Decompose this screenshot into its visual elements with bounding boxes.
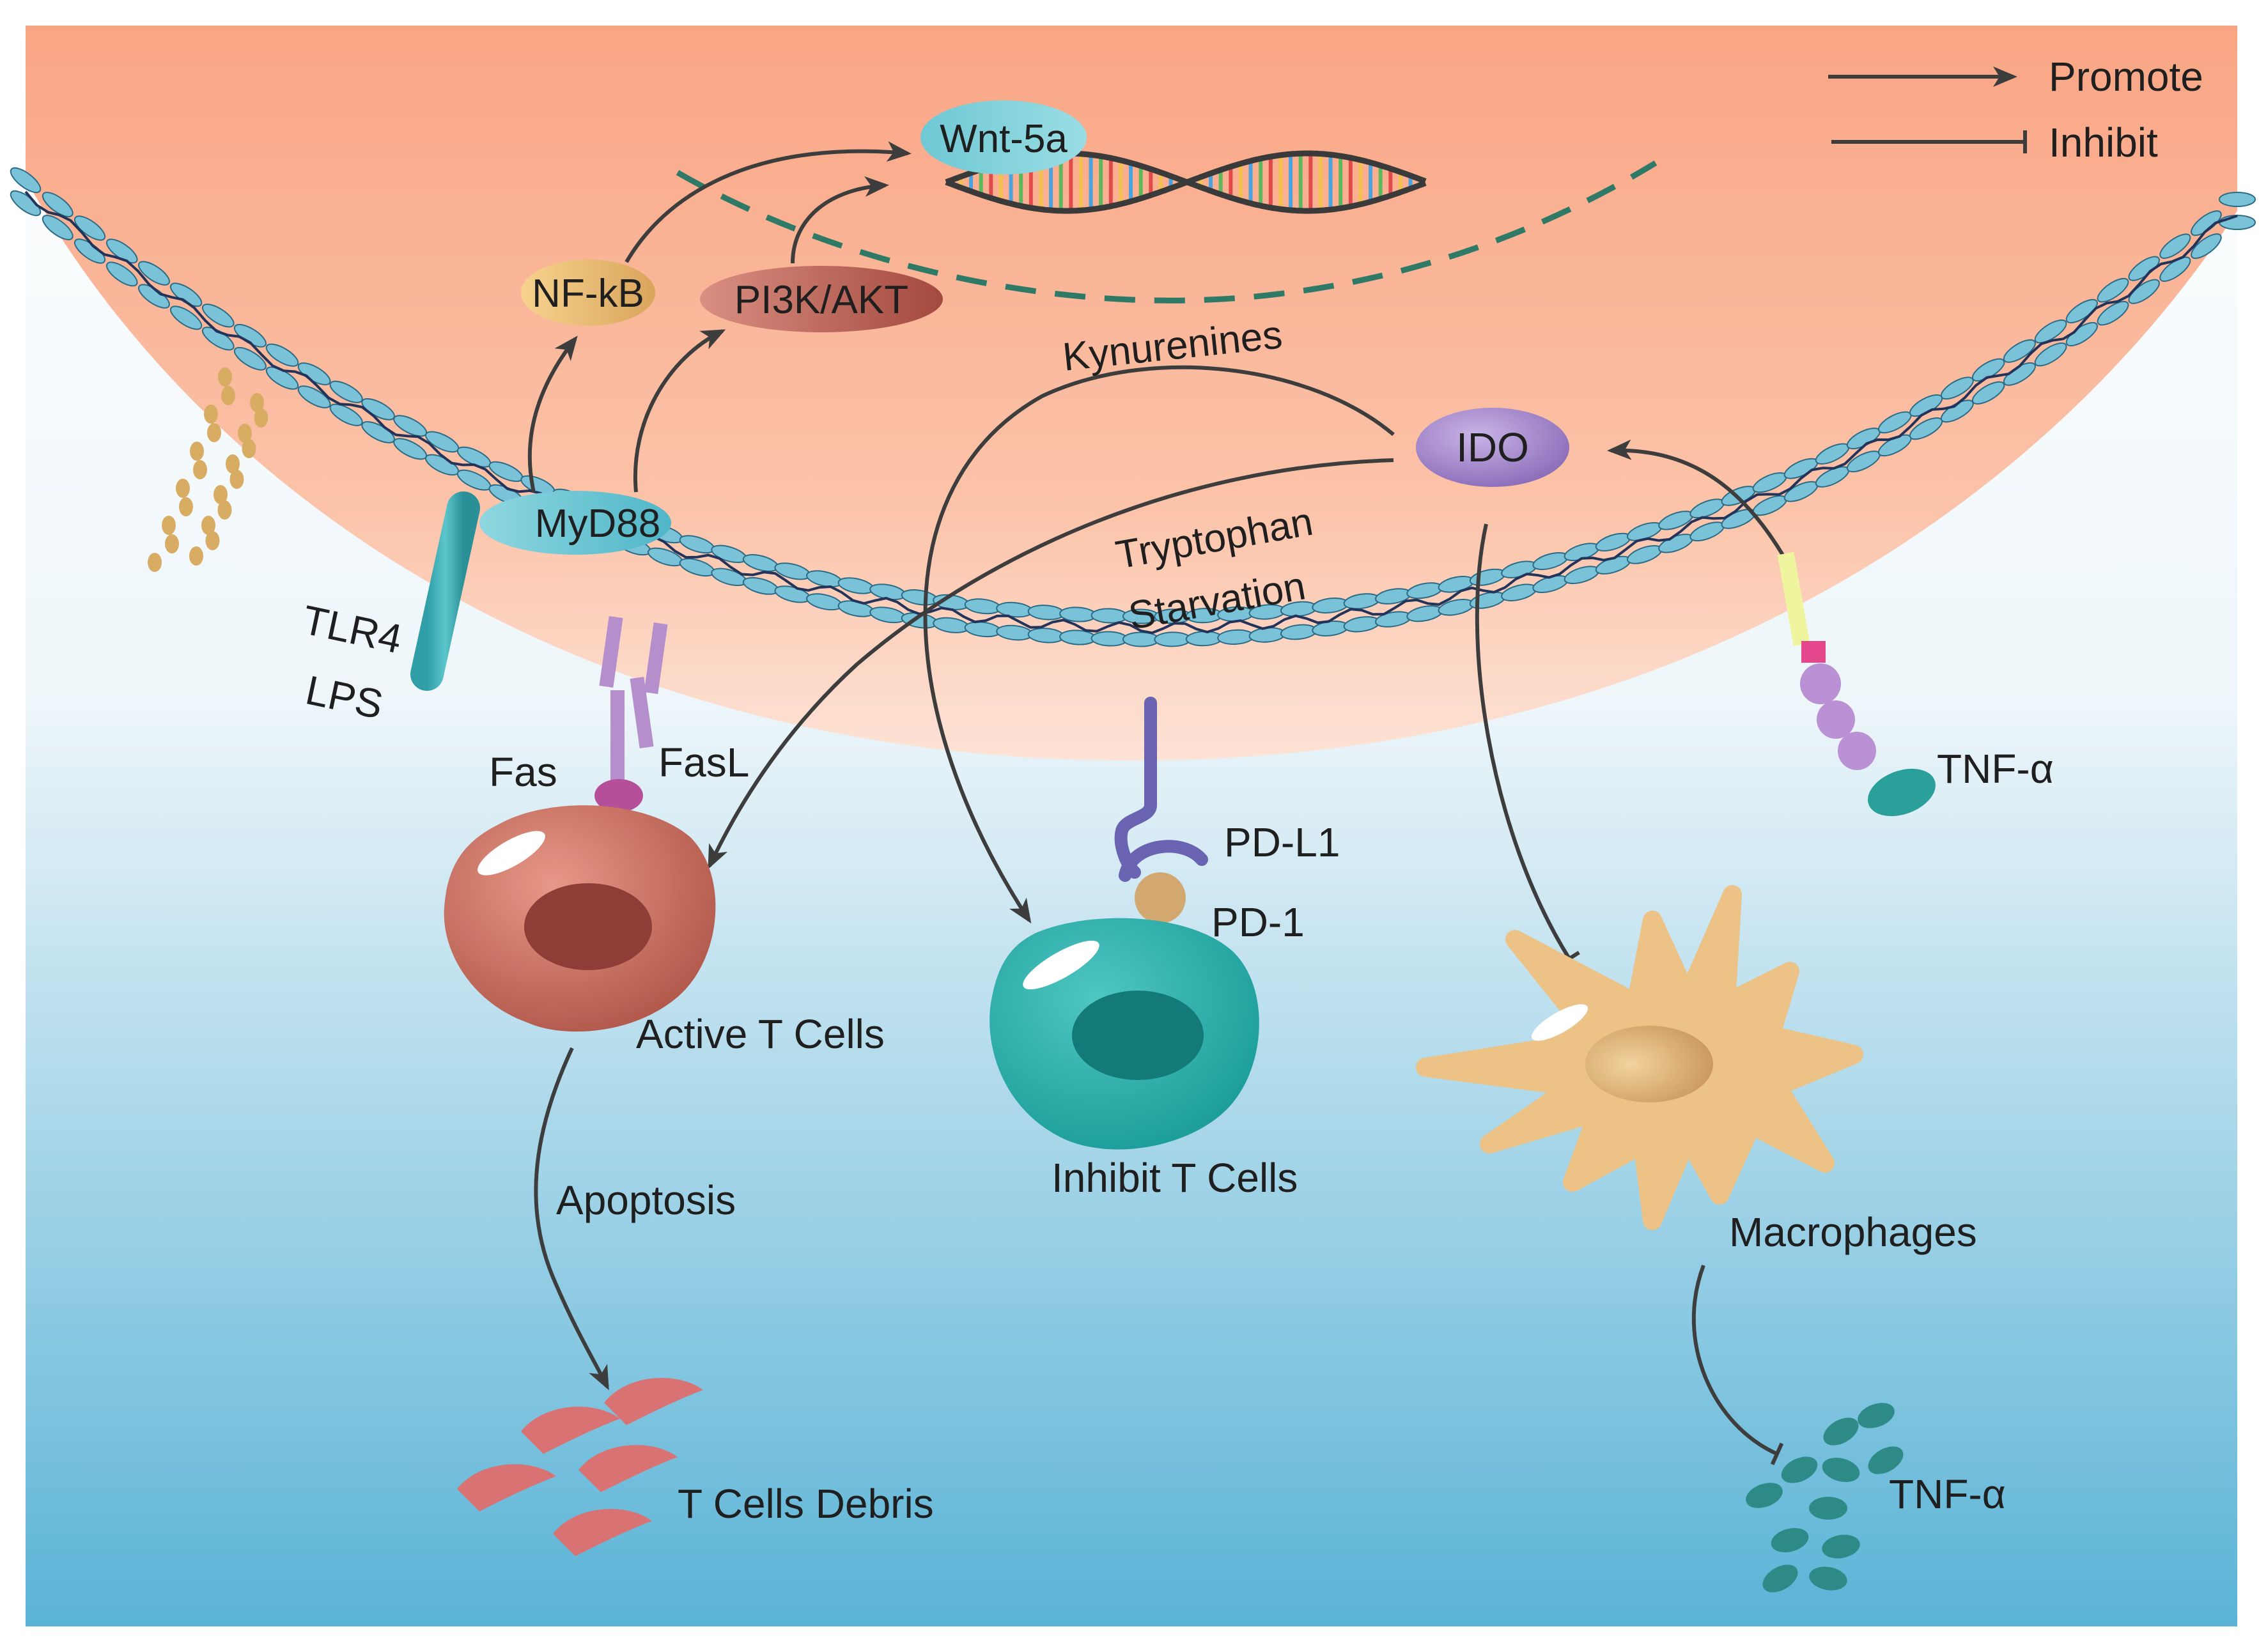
cell-interior xyxy=(26,26,2237,761)
arrow-kynurenines xyxy=(923,365,1395,924)
apoptosis-label: Apoptosis xyxy=(556,1177,736,1223)
pi3k-akt-label: PI3K/AKT xyxy=(734,278,908,322)
tnf-alpha-secreted-label: TNF-α xyxy=(1889,1471,2006,1517)
arrow-pi3k-to-wnt5a xyxy=(791,176,889,264)
ido-label: IDO xyxy=(1456,424,1529,470)
fas-label: Fas xyxy=(489,749,557,795)
arrow-tryptophan-starvation xyxy=(708,458,1394,870)
tnf-alpha-particles xyxy=(1746,1403,1904,1593)
macrophages-label: Macrophages xyxy=(1729,1209,1977,1255)
ido-node: IDO xyxy=(1416,408,1569,487)
fasl-label: FasL xyxy=(658,739,749,785)
pd-l1-label: PD-L1 xyxy=(1224,819,1340,865)
inhibit-ido-to-macrophage xyxy=(1475,523,1580,967)
inhibit-t-cells-label: Inhibit T Cells xyxy=(1052,1155,1298,1201)
active-t-cells-label: Active T Cells xyxy=(636,1011,885,1057)
t-cell-debris xyxy=(457,1378,703,1556)
arrow-myd88-to-pi3k xyxy=(633,329,726,493)
macrophage xyxy=(1416,885,1863,1230)
t-cells-debris-label: T Cells Debris xyxy=(678,1481,934,1527)
nfkb-label: NF-kB xyxy=(532,272,644,316)
wnt5a-node: Wnt-5a xyxy=(920,100,1087,174)
lps-chain xyxy=(148,367,268,572)
arrow-apoptosis xyxy=(534,1047,609,1391)
myd88-node: MyD88 xyxy=(479,491,671,555)
wnt5a-label: Wnt-5a xyxy=(940,117,1067,161)
legend: Promote Inhibit xyxy=(1828,54,2203,166)
pi3k-akt-node: PI3K/AKT xyxy=(700,266,943,332)
arrow-nfkb-to-wnt5a xyxy=(625,141,912,263)
arrow-myd88-to-nfkb xyxy=(527,336,578,493)
tnf-alpha-receptor-label: TNF-α xyxy=(1937,746,2054,792)
tnf-receptor xyxy=(1777,552,1936,817)
pd-l1-pd-1-complex xyxy=(1114,697,1208,923)
legend-inhibit-label: Inhibit xyxy=(2049,120,2158,166)
myd88-label: MyD88 xyxy=(535,502,660,546)
tlr4-receptor xyxy=(410,491,480,691)
inhibit-t-cell xyxy=(990,918,1259,1150)
fas-fasl-complex xyxy=(594,616,668,812)
pd-1-label: PD-1 xyxy=(1211,899,1305,945)
legend-promote-label: Promote xyxy=(2049,54,2203,100)
arrow-tnf-receptor-to-ido xyxy=(1607,439,1785,557)
nfkb-node: NF-kB xyxy=(521,259,655,326)
inhibit-macrophage-to-tnf xyxy=(1691,1264,1784,1465)
nuclear-envelope xyxy=(676,160,1657,304)
active-t-cell xyxy=(444,805,716,1032)
